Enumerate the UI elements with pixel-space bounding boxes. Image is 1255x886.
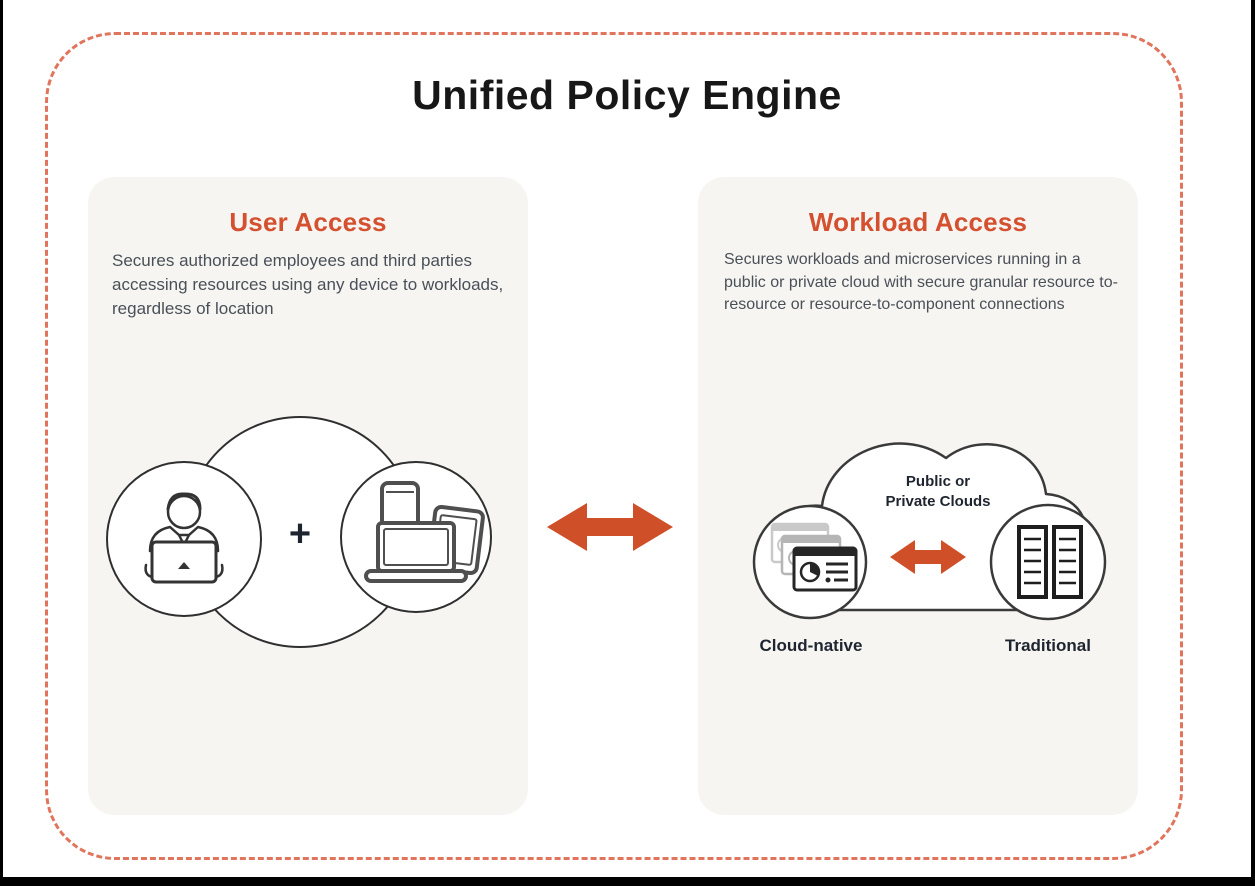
user-access-description: Secures authorized employees and third p… xyxy=(112,251,504,319)
cloud-native-cards-icon xyxy=(770,522,858,592)
dashed-outer-frame xyxy=(45,32,1183,860)
user-access-panel: User Access Secures authorized employees… xyxy=(88,177,528,815)
traditional-label: Traditional xyxy=(1005,636,1091,655)
cloud-diagram-svg xyxy=(752,442,1107,621)
person-at-laptop-icon xyxy=(144,492,224,584)
page-title: Unified Policy Engine xyxy=(412,72,842,118)
cloud-label-line2: Private Clouds xyxy=(885,493,991,511)
plus-icon: + xyxy=(289,513,311,555)
user-access-diagram: + xyxy=(106,416,492,648)
cloud-label-line1: Public or xyxy=(905,473,971,490)
user-access-heading: User Access xyxy=(229,207,387,237)
workload-access-panel: Workload Access Secures workloads and mi… xyxy=(698,177,1138,815)
cloud-native-label: Cloud-native xyxy=(759,636,863,655)
server-racks-icon xyxy=(1017,525,1083,599)
cloud-double-arrow-icon xyxy=(890,540,966,574)
workload-access-heading: Workload Access xyxy=(808,207,1028,237)
double-headed-arrow-icon xyxy=(547,503,673,551)
workload-access-description: Secures workloads and microservices runn… xyxy=(724,251,1118,314)
person-circle xyxy=(106,461,262,617)
devices-icon xyxy=(364,481,485,583)
bottom-black-bar xyxy=(0,877,1255,886)
cloud-label: Public or Private Clouds xyxy=(828,472,1048,513)
workload-access-diagram: Public or Private Clouds Cloud-native Tr… xyxy=(698,402,1138,677)
